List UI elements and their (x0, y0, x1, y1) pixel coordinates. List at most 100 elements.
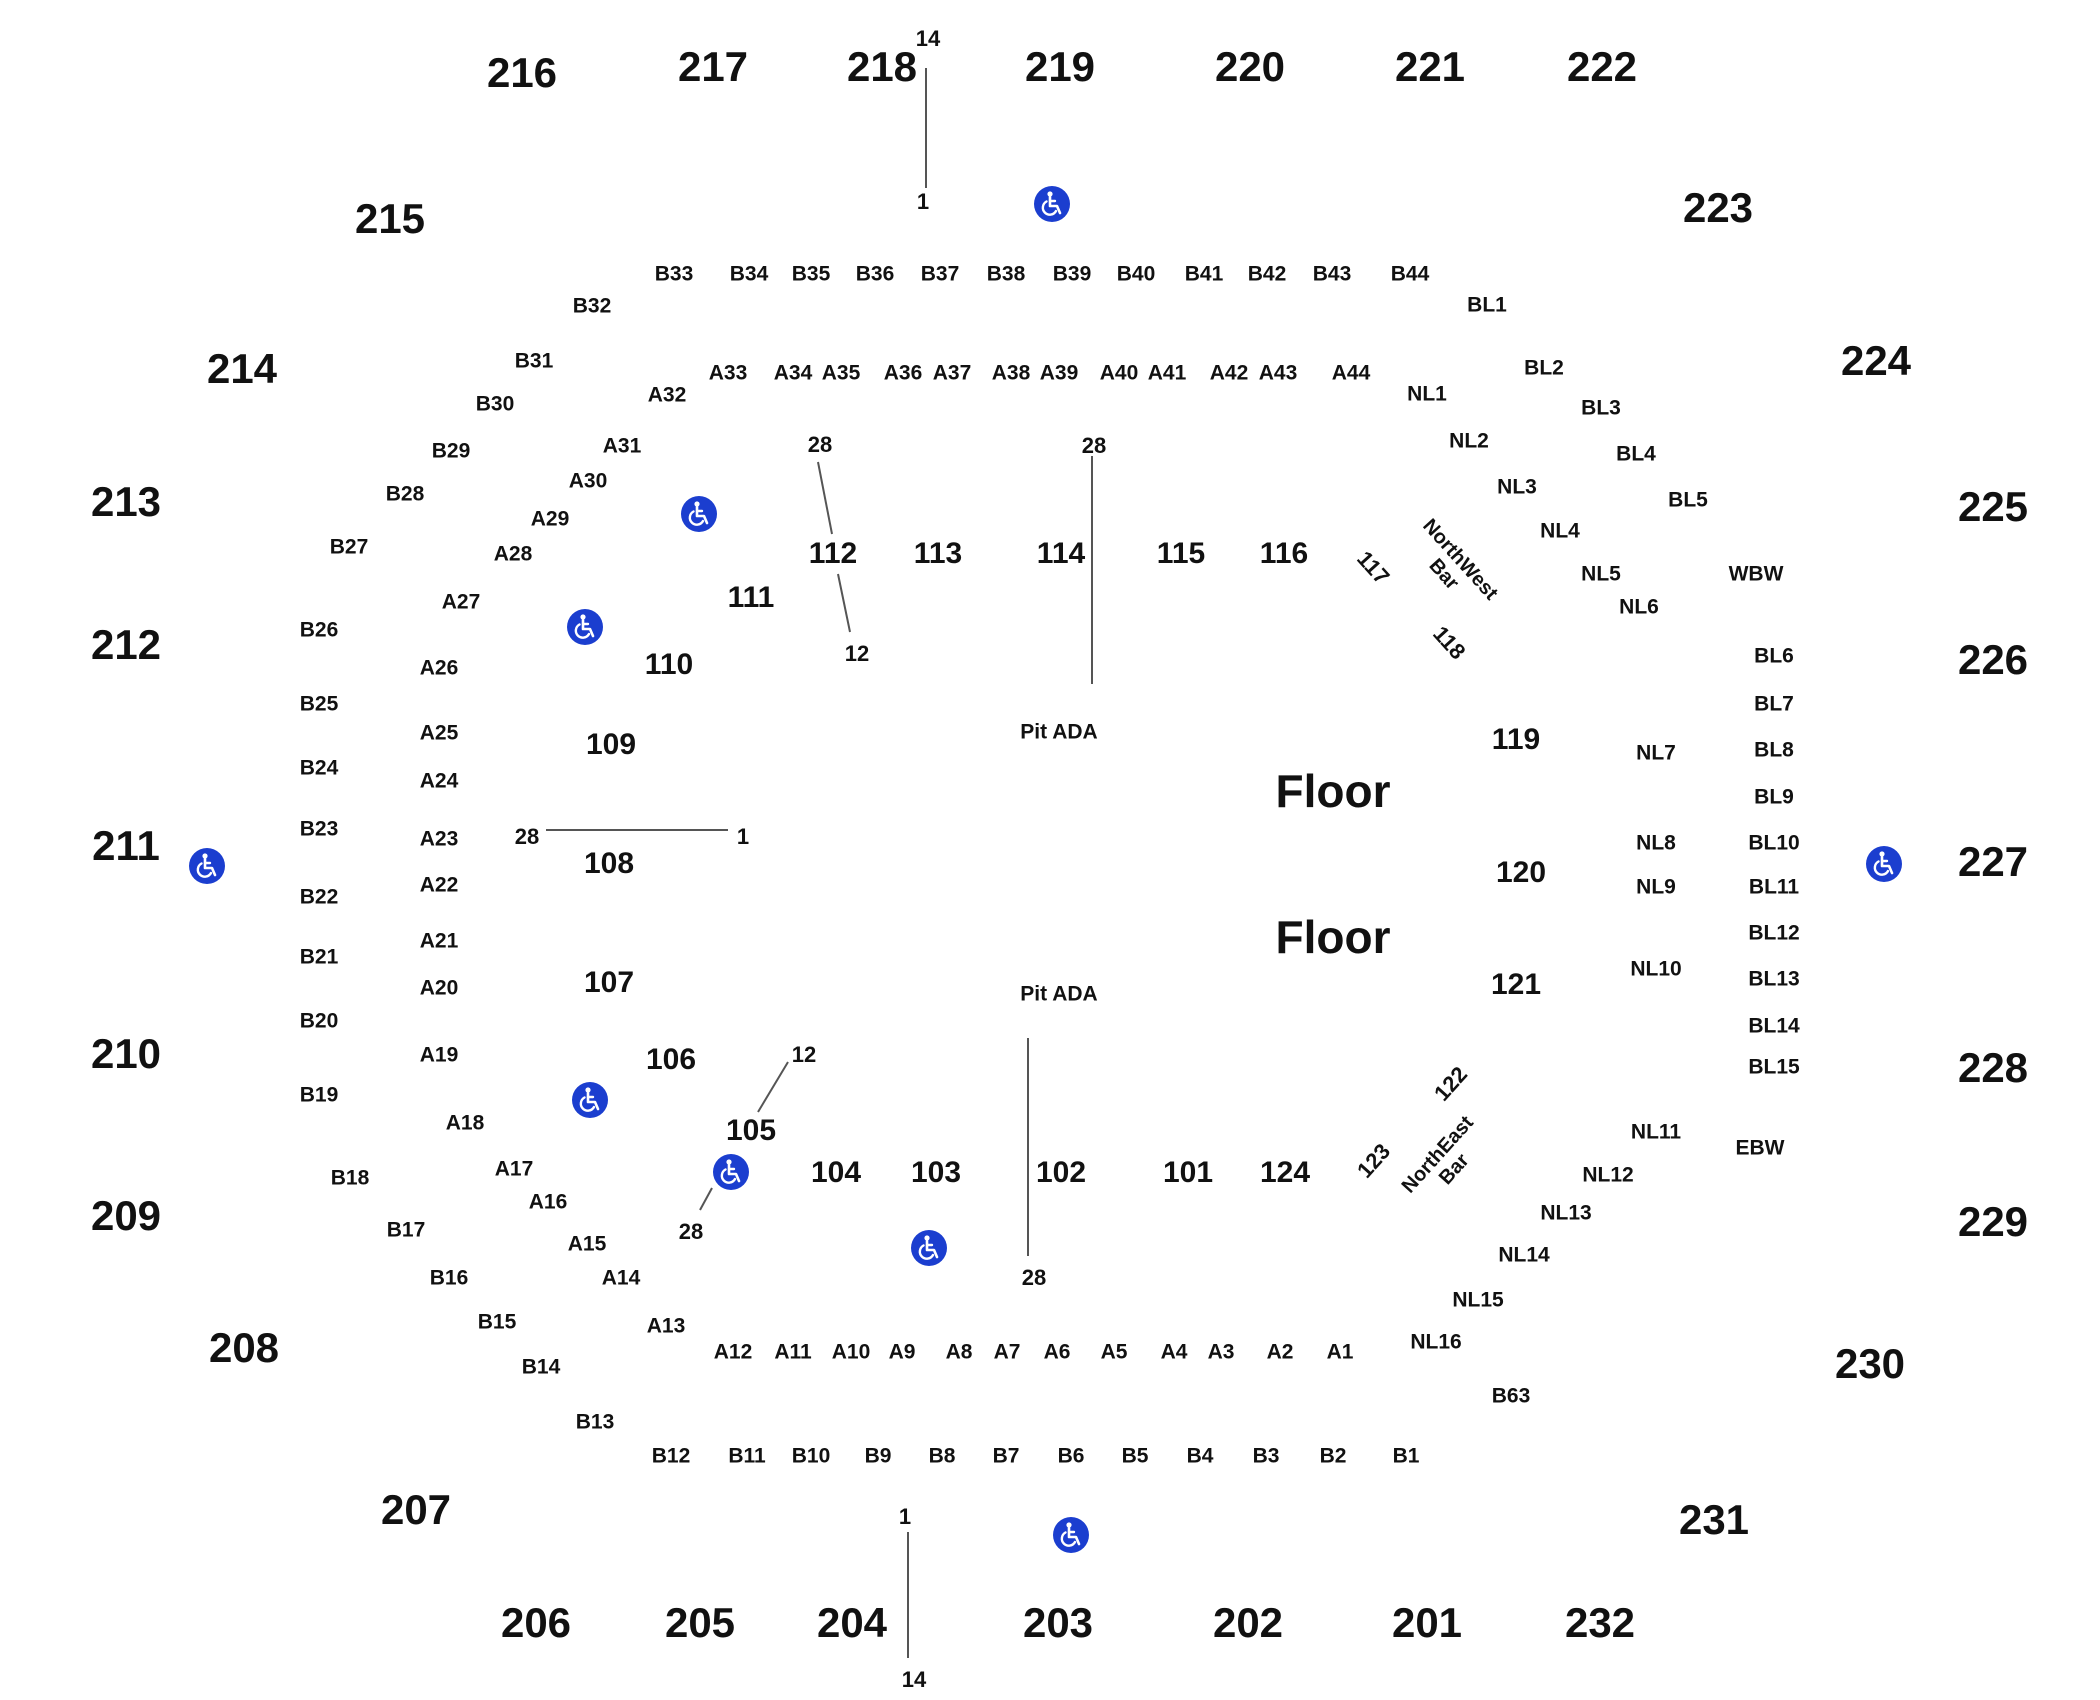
row-NL3: NL3 (1497, 475, 1537, 499)
row-B1: B1 (1392, 1444, 1420, 1468)
row-A14: A14 (601, 1266, 641, 1290)
wheelchair-accessible-icon (681, 496, 717, 532)
section-116: 116 (1259, 537, 1309, 570)
pit-ada-label: Pit ADA (1020, 982, 1098, 1006)
row-A20: A20 (419, 976, 459, 1000)
section-216: 216 (486, 49, 558, 96)
row-A43: A43 (1258, 361, 1298, 385)
section-120: 120 (1495, 856, 1547, 889)
section-107: 107 (583, 966, 635, 999)
section-228: 228 (1957, 1044, 2029, 1091)
row-A10: A10 (831, 1340, 871, 1364)
row-A17: A17 (494, 1157, 534, 1181)
row-A34: A34 (773, 361, 813, 385)
box-wbw: WBW (1728, 562, 1784, 586)
section-212: 212 (90, 621, 162, 668)
row-B2: B2 (1319, 1444, 1347, 1468)
row-A2: A2 (1266, 1340, 1294, 1364)
row-BL7: BL7 (1754, 692, 1794, 716)
section-208: 208 (208, 1324, 280, 1371)
section-204: 204 (816, 1599, 888, 1646)
row-A40: A40 (1099, 361, 1139, 385)
section-202: 202 (1212, 1599, 1284, 1646)
row-B23: B23 (299, 817, 339, 841)
row-B15: B15 (477, 1310, 517, 1334)
row-A18: A18 (445, 1111, 485, 1135)
row-number-28: 28 (807, 432, 833, 457)
row-number-12: 12 (791, 1042, 817, 1067)
row-A13: A13 (646, 1314, 686, 1338)
row-BL12: BL12 (1748, 921, 1800, 945)
section-214: 214 (206, 345, 278, 392)
section-201: 201 (1391, 1599, 1463, 1646)
row-NL10: NL10 (1630, 957, 1682, 981)
row-B11: B11 (728, 1444, 766, 1468)
row-BL3: BL3 (1581, 396, 1621, 420)
row-BL1: BL1 (1467, 293, 1507, 317)
row-B29: B29 (431, 439, 471, 463)
section-232: 232 (1564, 1599, 1636, 1646)
wheelchair-accessible-icon (572, 1082, 608, 1118)
row-BL2: BL2 (1524, 356, 1564, 380)
wheelchair-accessible-icon (911, 1230, 947, 1266)
row-B39: B39 (1052, 262, 1092, 286)
row-B16: B16 (429, 1266, 469, 1290)
section-226: 226 (1957, 636, 2029, 683)
row-B36: B36 (855, 262, 895, 286)
row-B37: B37 (920, 262, 960, 286)
row-number-28: 28 (678, 1219, 704, 1244)
row-A31: A31 (602, 434, 642, 458)
row-NL8: NL8 (1636, 831, 1676, 855)
section-106: 106 (645, 1043, 697, 1076)
row-line (699, 1187, 713, 1211)
row-B43: B43 (1312, 262, 1352, 286)
section-101: 101 (1162, 1156, 1214, 1189)
row-BL14: BL14 (1748, 1014, 1800, 1038)
section-205: 205 (664, 1599, 736, 1646)
row-B25: B25 (299, 692, 339, 716)
row-A15: A15 (567, 1232, 607, 1256)
row-B18: B18 (330, 1166, 370, 1190)
row-B6: B6 (1057, 1444, 1085, 1468)
row-B20: B20 (299, 1009, 339, 1033)
row-line (837, 573, 851, 633)
pit-ada-label: Pit ADA (1020, 720, 1098, 744)
section-108: 108 (583, 847, 635, 880)
row-number-14: 14 (915, 26, 941, 51)
row-B19: B19 (299, 1083, 339, 1107)
row-NL15: NL15 (1452, 1288, 1504, 1312)
row-B10: B10 (791, 1444, 831, 1468)
row-BL9: BL9 (1754, 785, 1794, 809)
row-B44: B44 (1390, 262, 1430, 286)
row-B17: B17 (386, 1218, 426, 1242)
row-B5: B5 (1121, 1444, 1149, 1468)
section-110: 110 (644, 648, 694, 681)
row-A16: A16 (528, 1190, 568, 1214)
section-115: 115 (1156, 537, 1206, 570)
section-207: 207 (380, 1486, 452, 1533)
section-215: 215 (354, 195, 426, 242)
row-A36: A36 (883, 361, 923, 385)
wheelchair-accessible-icon (1866, 846, 1902, 882)
row-A26: A26 (419, 656, 459, 680)
section-121: 121 (1490, 968, 1542, 1001)
row-A28: A28 (493, 542, 533, 566)
row-NL12: NL12 (1582, 1163, 1634, 1187)
row-NL7: NL7 (1636, 741, 1676, 765)
row-number-12: 12 (844, 641, 870, 666)
section-220: 220 (1214, 43, 1286, 90)
row-A24: A24 (419, 769, 459, 793)
row-B31: B31 (514, 349, 554, 373)
section-124: 124 (1259, 1156, 1311, 1189)
section-218: 218 (846, 43, 918, 90)
row-B38: B38 (986, 262, 1026, 286)
row-number-1: 1 (736, 824, 750, 849)
section-210: 210 (90, 1030, 162, 1077)
row-B24: B24 (299, 756, 339, 780)
section-229: 229 (1957, 1198, 2029, 1245)
row-B21: B21 (299, 945, 339, 969)
row-B12: B12 (651, 1444, 691, 1468)
row-A11: A11 (774, 1340, 812, 1364)
